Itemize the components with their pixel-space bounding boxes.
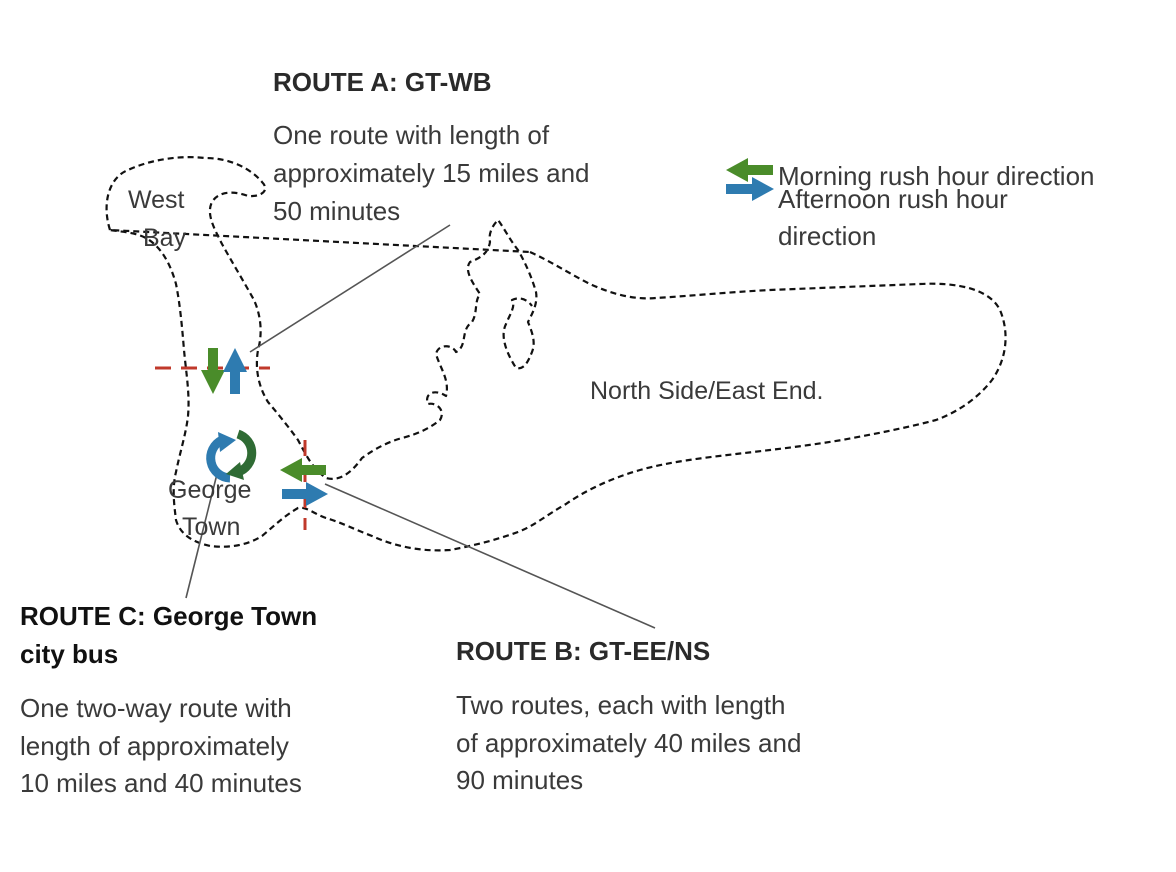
legend-morning-arrow-icon — [726, 158, 773, 182]
route-c-desc-line3: 10 miles and 40 minutes — [20, 768, 302, 798]
place-north-side-east-end: North Side/East End. — [590, 377, 824, 405]
route-c-title-line2: city bus — [20, 639, 119, 669]
legend-afternoon-arrow-icon — [726, 177, 774, 201]
route-a-title: ROUTE A: GT-WB — [273, 67, 492, 97]
leader-line-route-b — [324, 483, 656, 629]
place-west-bay-line1: West — [128, 186, 185, 214]
route-c-desc-line2: length of approximately — [20, 731, 289, 761]
place-george-town-line2: Town — [182, 513, 241, 541]
route-b-desc-line2: of approximately 40 miles and — [456, 728, 802, 758]
route-a-afternoon-arrow-icon — [223, 348, 247, 394]
route-c-title-line1: ROUTE C: George Town — [20, 601, 318, 631]
route-b-title: ROUTE B: GT-EE/NS — [456, 636, 711, 666]
legend-morning-label: Morning rush hour direction — [778, 161, 1095, 191]
place-west-bay-line2: Bay — [143, 224, 187, 252]
island-outline — [105, 156, 1007, 552]
route-b-desc-line3: 90 minutes — [456, 765, 584, 795]
route-a-desc-line3: 50 minutes — [273, 196, 401, 226]
legend-afternoon-label-cont: direction — [778, 221, 877, 251]
place-george-town-line1: George — [168, 476, 252, 504]
route-a-morning-arrow-icon — [201, 348, 225, 394]
route-c-desc-line1: One two-way route with — [20, 693, 292, 723]
route-a-desc-line1: One route with length of — [273, 120, 550, 150]
route-b-desc-line1: Two routes, each with length — [456, 690, 786, 720]
route-b-morning-arrow-icon — [280, 458, 326, 482]
leader-line-route-a — [249, 224, 451, 353]
route-b-afternoon-arrow-icon — [282, 482, 328, 506]
route-a-desc-line2: approximately 15 miles and — [273, 158, 590, 188]
route-c-loop-icon — [206, 429, 257, 483]
legend-afternoon-label: Afternoon rush hour — [778, 184, 1008, 214]
leader-line-route-c — [185, 469, 219, 599]
